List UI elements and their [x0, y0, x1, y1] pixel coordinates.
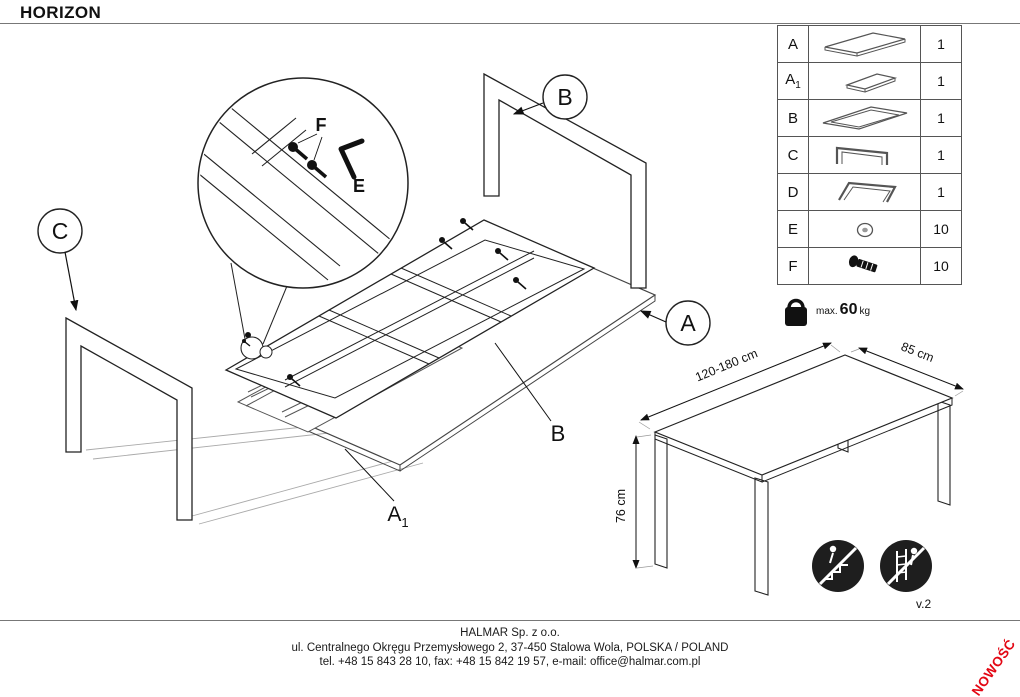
footer-contact: tel. +48 15 843 28 10, fax: +48 15 842 1…	[319, 656, 701, 668]
part-qty: 1	[920, 173, 962, 211]
svg-text:C: C	[52, 218, 69, 244]
no-standing-icon	[812, 540, 864, 592]
footer-company: HALMAR Sp. z o.o.	[460, 627, 560, 639]
footer-divider	[0, 620, 1020, 621]
page-title: HORIZON	[20, 3, 102, 22]
svg-text:76 cm: 76 cm	[614, 489, 628, 523]
svg-text:B: B	[551, 421, 566, 446]
parts-row-c: C 1	[777, 136, 962, 174]
callout-b: B	[512, 74, 588, 120]
footer-address: ul. Centralnego Okręgu Przemysłowego 2, …	[291, 641, 729, 654]
part-label: C	[777, 136, 809, 174]
svg-text:B: B	[557, 84, 572, 110]
part-label: A	[777, 25, 809, 63]
version-label: v.2	[916, 597, 932, 611]
callout-b-frame: B	[494, 342, 566, 446]
callout-a: A	[639, 300, 711, 346]
detail-magnifier: F E	[197, 77, 409, 360]
callout-f: F	[316, 115, 327, 135]
extension-ticks	[636, 344, 964, 569]
callout-a1: A1	[344, 448, 409, 530]
part-label: F	[777, 247, 809, 285]
parts-row-f: F 10	[777, 247, 962, 285]
bolt-icon	[848, 255, 877, 273]
exploded-assembly-diagram: F E C B A B	[37, 72, 711, 530]
svg-text:A1: A1	[387, 503, 408, 530]
part-label: D	[777, 173, 809, 211]
parts-row-d: D 1	[777, 173, 962, 211]
leg-c-icon	[835, 146, 888, 165]
parts-row-a: A 1	[777, 25, 962, 63]
dimension-diagram: 120-180 cm 85 cm 76 cm	[614, 340, 964, 596]
dimension-height: 76 cm	[614, 435, 640, 569]
alignment-lines	[85, 423, 424, 525]
part-label: B	[777, 99, 809, 137]
header-divider	[0, 23, 1020, 24]
footer: HALMAR Sp. z o.o. ul. Centralnego Okręgu…	[0, 626, 1020, 670]
tabletop-panel-icon	[824, 32, 905, 57]
washer-icon	[856, 222, 873, 238]
frame-icon	[822, 106, 907, 130]
leg-d-icon	[837, 181, 897, 203]
part-label: E	[777, 210, 809, 248]
callout-e: E	[353, 176, 365, 196]
bolt-marks	[245, 218, 527, 387]
part-qty: 1	[920, 62, 962, 100]
detail-bolts	[288, 133, 328, 179]
no-climbing-icon	[880, 540, 932, 592]
extension-panel-icon	[844, 73, 897, 93]
part-qty: 10	[920, 247, 962, 285]
svg-text:120-180 cm: 120-180 cm	[693, 346, 759, 384]
parts-row-a1: A1 1	[777, 62, 962, 100]
svg-text:A: A	[680, 310, 696, 336]
callout-c: C	[37, 208, 83, 312]
weight-icon	[785, 298, 807, 326]
svg-text:85 cm: 85 cm	[899, 340, 936, 366]
leg-frame-b	[483, 72, 647, 289]
part-qty: 1	[920, 99, 962, 137]
table-frame	[224, 219, 596, 419]
parts-row-b: B 1	[777, 99, 962, 137]
part-qty: 10	[920, 210, 962, 248]
parts-row-e: E 10	[777, 210, 962, 248]
leg-frame-c	[65, 316, 193, 521]
parts-table: A 1 A1 1	[777, 25, 962, 285]
part-qty: 1	[920, 25, 962, 63]
part-qty: 1	[920, 136, 962, 174]
allen-key-icon	[338, 138, 365, 180]
part-label: A1	[777, 62, 809, 100]
